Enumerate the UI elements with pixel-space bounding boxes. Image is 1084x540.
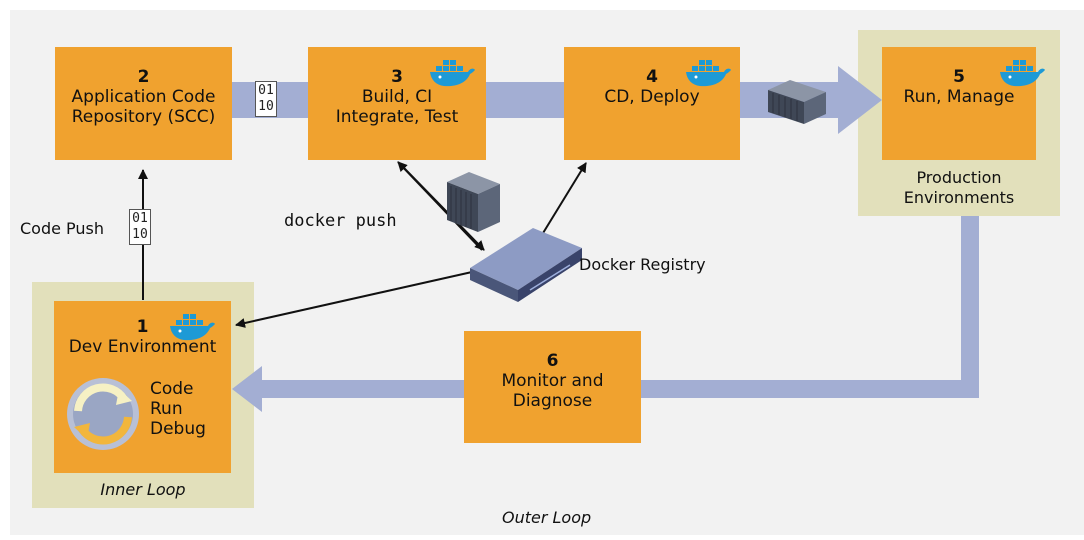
return-flow-arrow [232, 216, 979, 412]
step-number: 2 [137, 67, 150, 87]
deploy-box: 4 CD, Deploy [564, 47, 740, 160]
outer-loop-label: Outer Loop [502, 508, 592, 527]
build-registry-connector-back [403, 167, 485, 251]
binary-line: 10 [132, 227, 148, 242]
container-icon [447, 172, 500, 232]
box-title-line: Run, Manage [903, 87, 1015, 107]
step-number: 4 [646, 67, 658, 87]
docker-whale-icon [1000, 60, 1045, 87]
dev-step-debug: Debug [150, 419, 206, 439]
inner-loop-label: Inner Loop [100, 480, 186, 499]
box-title-line: Application Code [71, 87, 216, 107]
build-box: 3 Build, CI Integrate, Test [308, 47, 486, 160]
binary-line: 01 [132, 211, 148, 226]
step-number: 5 [953, 67, 965, 87]
box-title-line: Diagnose [512, 391, 593, 411]
production-label-line: Environments [903, 188, 1015, 207]
registry-to-deploy-connector [539, 162, 587, 239]
step-number: 3 [391, 67, 403, 87]
box-title-line: Integrate, Test [335, 107, 459, 127]
server-registry-icon [470, 228, 582, 302]
binary-file-icon: 01 10 [129, 209, 151, 245]
production-label: Production Environments [858, 168, 1060, 208]
box-title-line: CD, Deploy [604, 87, 700, 107]
docker-whale-icon [430, 60, 475, 87]
binary-line: 01 [258, 83, 274, 98]
docker-push-label: docker push [284, 211, 397, 231]
cycle-icon [67, 378, 139, 450]
monitor-box: 6 Monitor and Diagnose [464, 331, 641, 443]
box-title-line: Repository (SCC) [71, 107, 216, 127]
code-push-label: Code Push [20, 219, 105, 238]
container-icon [768, 80, 826, 124]
docker-whale-icon [686, 60, 731, 87]
docker-registry-label: Docker Registry [579, 255, 706, 274]
registry-to-dev-connector [235, 271, 473, 328]
dev-step-run: Run [150, 399, 183, 419]
production-label-line: Production [916, 168, 1002, 187]
box-title-line: Build, CI [361, 87, 433, 107]
step-number: 6 [546, 351, 559, 371]
binary-file-icon: 01 10 [255, 81, 277, 117]
repository-box: 2 Application Code Repository (SCC) [55, 47, 232, 160]
docker-whale-icon [170, 314, 215, 341]
box-title-line: Dev Environment [68, 337, 217, 357]
dev-step-code: Code [150, 379, 194, 399]
binary-line: 10 [258, 99, 274, 114]
box-title-line: Monitor and [501, 371, 604, 391]
run-box: 5 Run, Manage [882, 47, 1036, 160]
step-number: 1 [136, 317, 149, 337]
